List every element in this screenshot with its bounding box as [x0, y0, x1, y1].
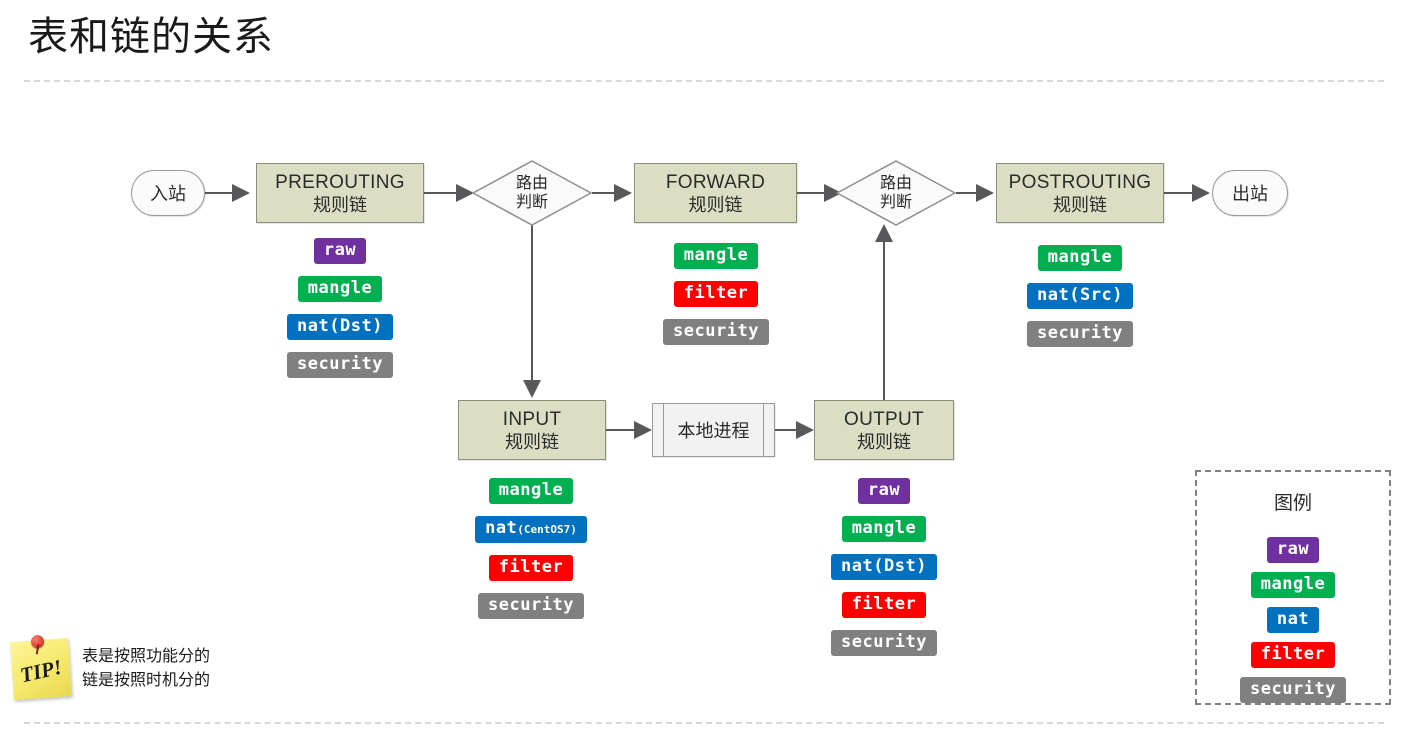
table-tag-mangle[interactable]: mangle [297, 276, 383, 302]
route-decision-1[interactable]: 路由 判断 [472, 160, 592, 226]
table-tag-security[interactable]: security [287, 352, 393, 378]
table-tag-filter[interactable]: filter [488, 555, 574, 581]
tables-forward: mangle filter security [636, 243, 796, 357]
table-tag-security[interactable]: security [478, 593, 584, 619]
table-tag-nat[interactable]: nat(CentOS7) [475, 516, 587, 543]
legend-panel: 图例 raw mangle nat filter security [1195, 470, 1391, 705]
table-tag-nat[interactable]: nat(Src) [1027, 283, 1133, 309]
legend-title: 图例 [1273, 493, 1312, 514]
chain-forward-name: FORWARD [665, 171, 766, 193]
table-tag-filter[interactable]: filter [673, 281, 759, 307]
tip-text-block: 表是按照功能分的 链是按照时机分的 [82, 645, 210, 693]
table-tag-mangle[interactable]: mangle [1250, 572, 1336, 598]
tip-badge-label: TIP! [17, 654, 65, 688]
table-tag-nat[interactable]: nat(Dst) [287, 314, 393, 340]
table-tag-security[interactable]: security [831, 630, 937, 656]
chain-postrouting-name: POSTROUTING [1008, 171, 1152, 193]
table-tag-security[interactable]: security [663, 319, 769, 345]
table-tag-raw[interactable]: raw [1266, 537, 1320, 563]
tip-line-2: 链是按照时机分的 [82, 672, 211, 689]
page-title: 表和链的关系 [28, 15, 274, 59]
chain-output[interactable]: OUTPUT 规则链 [814, 400, 954, 460]
table-tag-suffix: (CentOS7) [517, 523, 577, 536]
table-tag-mangle[interactable]: mangle [1037, 245, 1123, 271]
table-tag-mangle[interactable]: mangle [488, 478, 574, 504]
local-process-label: 本地进程 [677, 421, 750, 441]
route-decision-2-shape [836, 160, 956, 226]
bottom-divider [24, 722, 1384, 724]
table-tag-nat[interactable]: nat [1266, 607, 1320, 633]
chain-input-subtitle: 规则链 [505, 431, 559, 452]
exit-terminal-label: 出站 [1232, 184, 1268, 204]
table-tag-filter[interactable]: filter [841, 592, 927, 618]
process-bar-left [663, 404, 664, 456]
chain-postrouting[interactable]: POSTROUTING 规则链 [996, 163, 1164, 223]
tip-sticky-note: TIP! [10, 634, 72, 700]
exit-terminal[interactable]: 出站 [1212, 170, 1288, 216]
chain-input[interactable]: INPUT 规则链 [458, 400, 606, 460]
route-decision-2[interactable]: 路由 判断 [836, 160, 956, 226]
tables-input: mangle nat(CentOS7) filter security [458, 478, 604, 631]
tables-output: raw mangle nat(Dst) filter security [814, 478, 954, 668]
title-divider [24, 80, 1384, 82]
table-tag-security[interactable]: security [1027, 321, 1133, 347]
chain-input-name: INPUT [502, 408, 562, 430]
tip-note: TIP! 表是按照功能分的 链是按照时机分的 [10, 634, 210, 700]
chain-postrouting-subtitle: 规则链 [1053, 194, 1107, 215]
tip-line-1: 表是按照功能分的 [82, 648, 211, 665]
local-process-box[interactable]: 本地进程 [652, 403, 775, 457]
tables-prerouting: raw mangle nat(Dst) security [258, 238, 422, 390]
chain-forward-subtitle: 规则链 [688, 194, 743, 215]
pin-icon [30, 634, 45, 649]
chain-prerouting-subtitle: 规则链 [313, 194, 367, 215]
process-bar-right [763, 404, 764, 456]
table-tag-mangle[interactable]: mangle [673, 243, 759, 269]
table-tag-mangle[interactable]: mangle [841, 516, 927, 542]
chain-output-subtitle: 规则链 [857, 431, 911, 452]
entry-terminal[interactable]: 入站 [131, 170, 205, 216]
table-tag-filter[interactable]: filter [1250, 642, 1336, 668]
table-tag-raw[interactable]: raw [313, 238, 367, 264]
entry-terminal-label: 入站 [150, 184, 186, 204]
tables-postrouting: mangle nat(Src) security [998, 245, 1162, 359]
chain-output-name: OUTPUT [844, 408, 924, 430]
chain-forward[interactable]: FORWARD 规则链 [634, 163, 797, 223]
table-tag-raw[interactable]: raw [857, 478, 911, 504]
table-tag-nat[interactable]: nat(Dst) [831, 554, 937, 580]
chain-prerouting[interactable]: PREROUTING 规则链 [256, 163, 424, 223]
table-tag-security[interactable]: security [1240, 677, 1346, 703]
chain-prerouting-name: PREROUTING [275, 171, 405, 193]
route-decision-1-shape [472, 160, 592, 226]
legend-items: raw mangle nat filter security [1218, 537, 1368, 712]
